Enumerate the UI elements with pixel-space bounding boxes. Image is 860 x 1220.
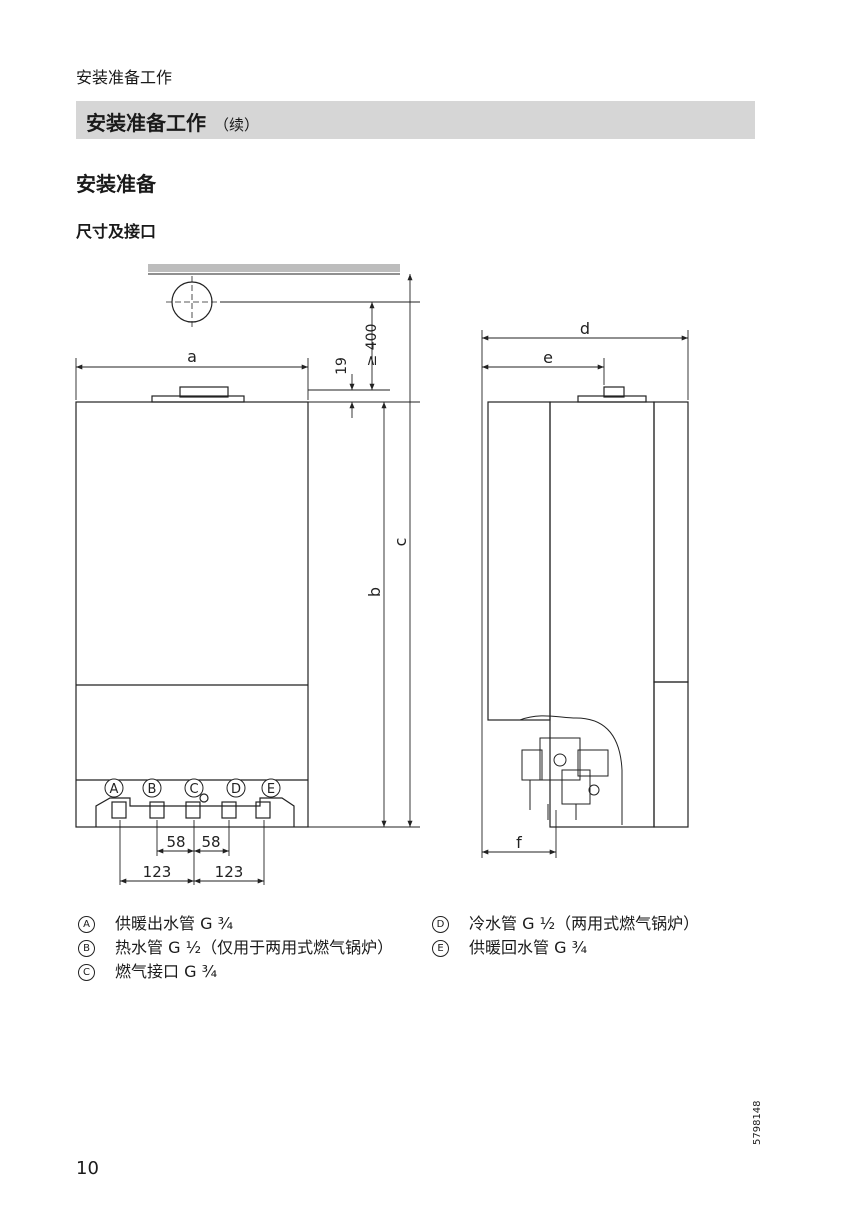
legend-text-c: 燃气接口 G ¾: [115, 962, 218, 981]
legend-text-e: 供暖回水管 G ¾: [469, 938, 588, 957]
legend-marker-e: E: [432, 940, 449, 957]
side-view: [487, 386, 689, 828]
dimension-a-label: a: [187, 347, 197, 366]
dimension-drawing: A B C D E a: [75, 264, 689, 885]
legend-marker-d: D: [432, 916, 449, 933]
legend-text-b: 热水管 G ½（仅用于两用式燃气锅炉）: [115, 938, 394, 957]
subsection-heading: 尺寸及接口: [76, 222, 157, 241]
legend-marker-c: C: [78, 964, 95, 981]
legend-marker-b: B: [78, 940, 95, 957]
spacing-123-left-label: 123: [143, 863, 172, 881]
legend-item-a: A 供暖出水管 G ¾: [78, 913, 408, 935]
boiler-casing: [75, 401, 309, 828]
connection-marker-b: B: [148, 782, 157, 797]
dimension-f-label: f: [516, 833, 522, 852]
legend-left: A 供暖出水管 G ¾ B 热水管 G ½（仅用于两用式燃气锅炉） C 燃气接口…: [78, 913, 408, 985]
dimension-b-label: b: [365, 587, 384, 597]
connection-markers: A B C D E: [104, 778, 281, 798]
page-title-suffix: （续）: [214, 116, 260, 134]
page-title: 安装准备工作: [86, 111, 206, 135]
top-fitting: [179, 386, 229, 398]
front-dimensions: [75, 274, 420, 885]
connection-marker-e: E: [267, 782, 275, 797]
legend-right: D 冷水管 G ½（两用式燃气锅炉） E 供暖回水管 G ¾: [432, 913, 762, 961]
dimension-19-label: 19: [334, 357, 350, 375]
dimension-e-label: e: [543, 348, 553, 367]
legend-item-e: E 供暖回水管 G ¾: [432, 937, 762, 959]
page-number: 10: [76, 1158, 99, 1179]
spacing-58-right-label: 58: [201, 833, 220, 851]
legend-text-a: 供暖出水管 G ¾: [115, 914, 234, 933]
ceiling-plane: [148, 264, 400, 272]
legend-marker-a: A: [78, 916, 95, 933]
front-view: [75, 264, 400, 828]
side-dimensions: [481, 330, 689, 858]
dimension-d-label: d: [580, 319, 590, 338]
dimension-400-label: ≥ 400: [364, 324, 380, 367]
spacing-58-left-label: 58: [166, 833, 185, 851]
dimension-c-label: c: [391, 538, 410, 547]
legend-item-d: D 冷水管 G ½（两用式燃气锅炉）: [432, 913, 762, 935]
legend-item-b: B 热水管 G ½（仅用于两用式燃气锅炉）: [78, 937, 408, 959]
section-heading: 安装准备: [76, 172, 156, 196]
legend-text-d: 冷水管 G ½（两用式燃气锅炉）: [469, 914, 700, 933]
spacing-123-right-label: 123: [215, 863, 244, 881]
connection-marker-d: D: [231, 782, 241, 797]
connection-marker-c: C: [189, 782, 198, 797]
side-dimension-labels: d e f: [516, 319, 590, 852]
side-pipework: [521, 737, 609, 820]
title-bar: 安装准备工作 （续）: [76, 101, 755, 139]
legend-item-c: C 燃气接口 G ¾: [78, 961, 408, 983]
connection-marker-a: A: [110, 782, 119, 797]
breadcrumb: 安装准备工作: [76, 68, 173, 87]
document-number: 5798148: [752, 1100, 763, 1145]
front-dimension-labels: a 19 ≥ 400 b c 58 58 123 123: [143, 324, 410, 881]
mounting-frame: [487, 401, 551, 721]
